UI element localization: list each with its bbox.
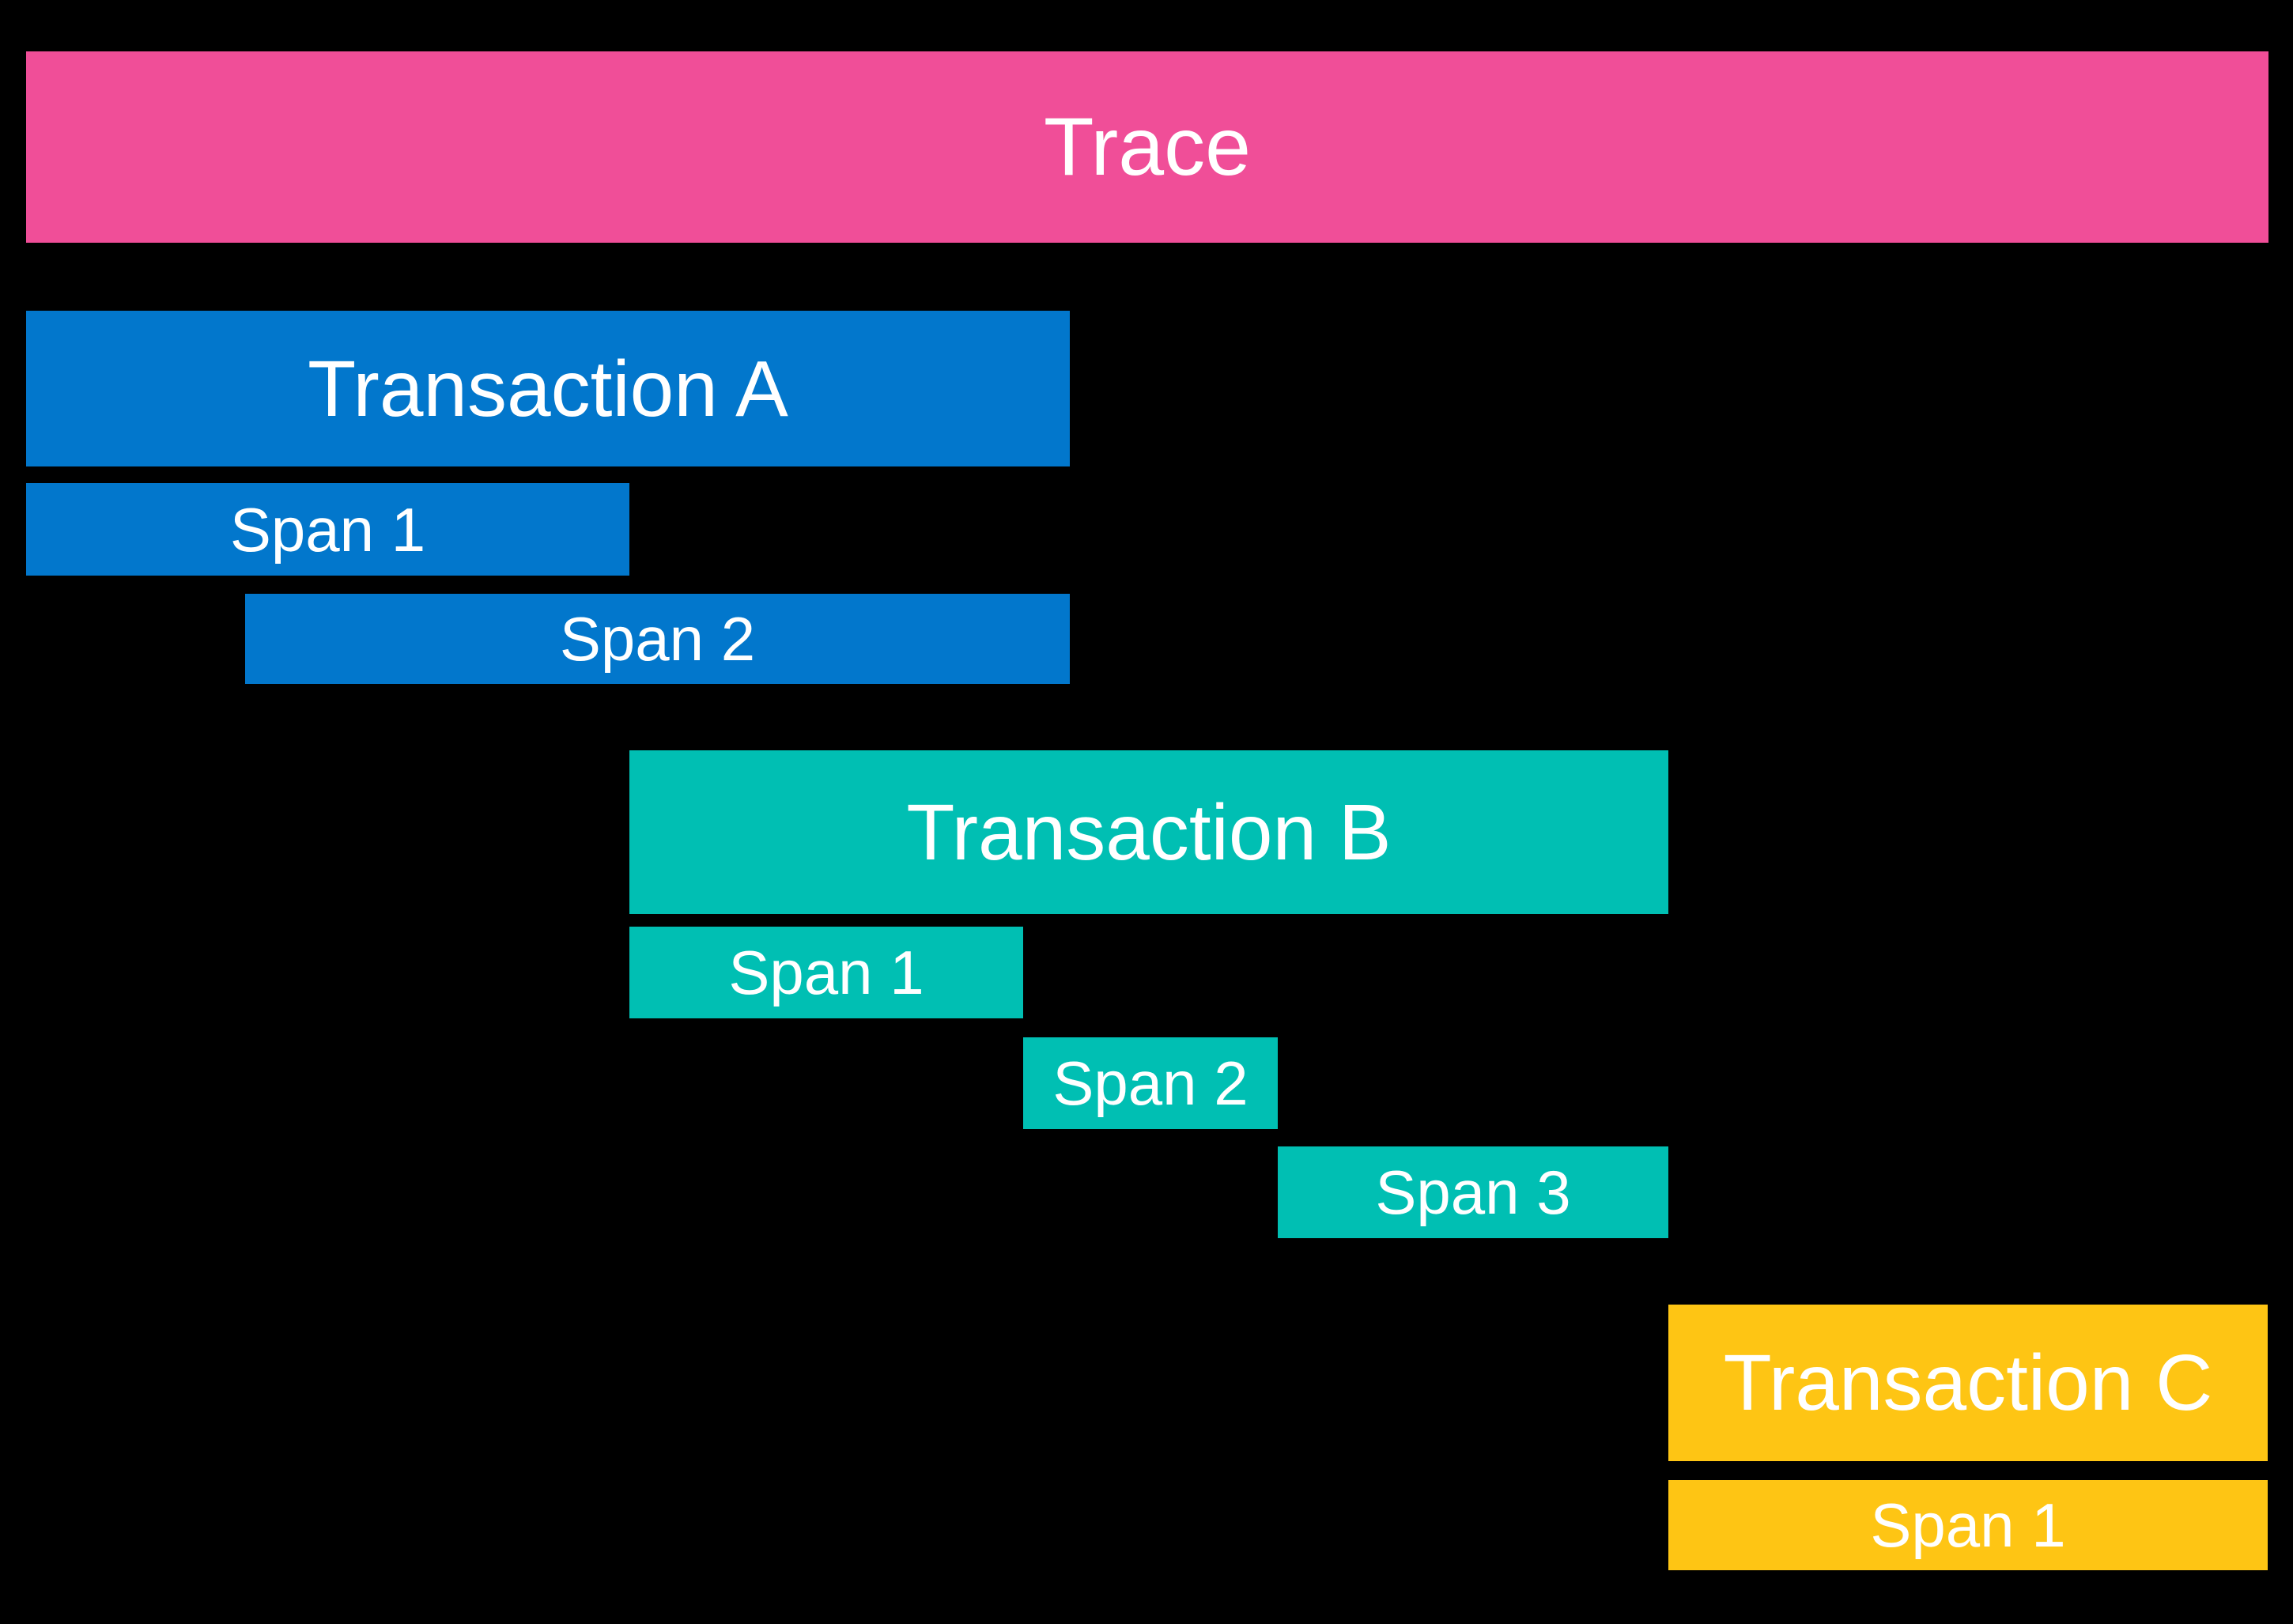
transaction-a-span-1-bar: Span 1: [26, 483, 629, 576]
transaction-b-span-1-bar: Span 1: [629, 927, 1023, 1018]
transaction-b-span-3-label: Span 3: [1375, 1158, 1571, 1227]
transaction-a-span-2-label: Span 2: [559, 604, 756, 674]
transaction-a-bar: Transaction A: [26, 311, 1070, 466]
trace-label: Trace: [1044, 101, 1251, 193]
transaction-a-label: Transaction A: [308, 344, 788, 433]
transaction-c-bar: Transaction C: [1668, 1305, 2268, 1461]
transaction-c-label: Transaction C: [1723, 1339, 2213, 1427]
transaction-b-span-2-bar: Span 2: [1023, 1037, 1278, 1129]
trace-bar: Trace: [26, 51, 2268, 243]
transaction-b-span-3-bar: Span 3: [1278, 1146, 1668, 1238]
transaction-a-span-2-bar: Span 2: [245, 594, 1070, 684]
transaction-c-span-1-label: Span 1: [1870, 1490, 2066, 1560]
transaction-c-span-1-bar: Span 1: [1668, 1480, 2268, 1570]
transaction-b-label: Transaction B: [906, 787, 1392, 877]
transaction-b-bar: Transaction B: [629, 750, 1668, 914]
transaction-a-span-1-label: Span 1: [229, 494, 426, 565]
transaction-b-span-2-label: Span 2: [1052, 1048, 1248, 1118]
transaction-b-span-1-label: Span 1: [728, 938, 924, 1007]
